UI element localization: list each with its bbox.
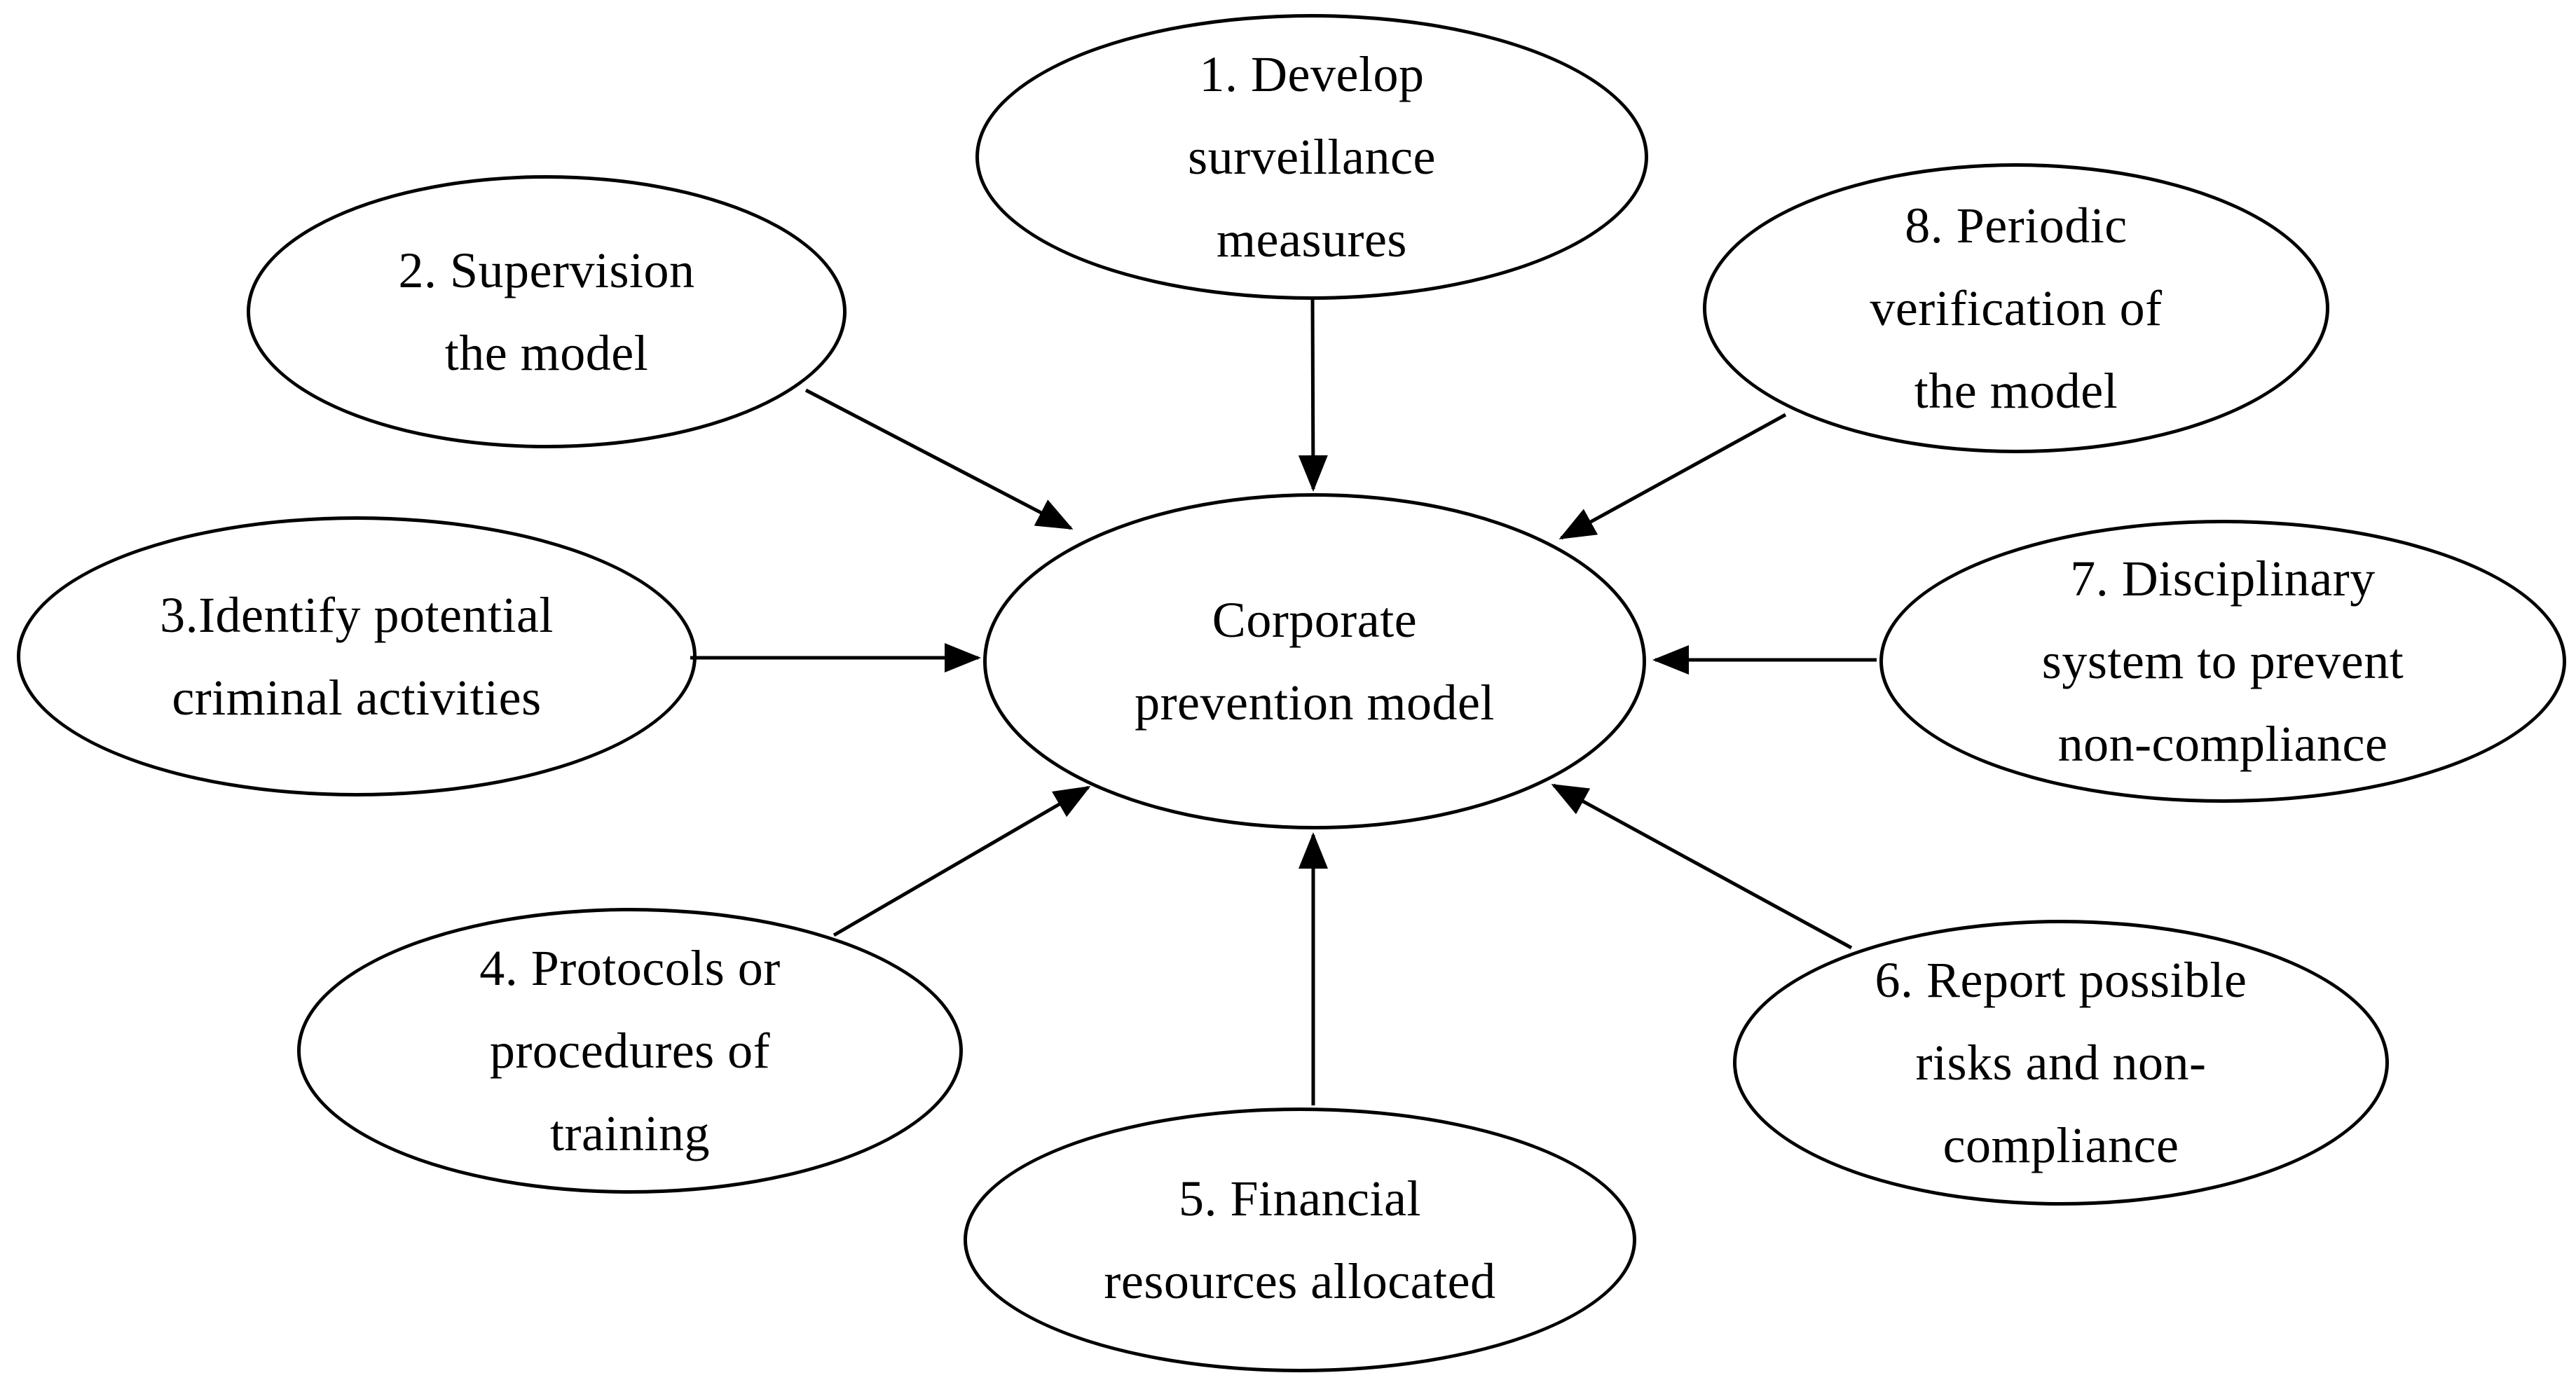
node-label: 8. Periodic verification of the model [1870, 198, 2163, 419]
node-corporate-prevention-model: Corporate prevention model [983, 493, 1646, 829]
arrow-node8-to-center [1558, 413, 1787, 540]
node-protocols-procedures-training: 4. Protocols or procedures of training [297, 908, 963, 1194]
node-label: 7. Disciplinary system to prevent non-co… [2041, 551, 2404, 772]
arrow-node4-to-center [833, 785, 1091, 937]
node-report-possible-risks: 6. Report possible risks and non- compli… [1733, 920, 2389, 1206]
node-periodic-verification: 8. Periodic verification of the model [1703, 163, 2329, 453]
node-financial-resources-allocated: 5. Financial resources allocated [964, 1108, 1636, 1372]
node-label: 6. Report possible risks and non- compli… [1875, 952, 2247, 1173]
node-label: 1. Develop surveillance measures [1188, 46, 1436, 268]
arrow-node6-to-center [1551, 783, 1853, 950]
node-label: 4. Protocols or procedures of training [479, 940, 781, 1161]
node-develop-surveillance-measures: 1. Develop surveillance measures [975, 14, 1648, 300]
node-label: 5. Financial resources allocated [1104, 1171, 1496, 1309]
arrow-node2-to-center [804, 388, 1074, 530]
node-label: 2. Supervision the model [398, 242, 695, 381]
node-label: Corporate prevention model [1135, 592, 1495, 731]
node-identify-potential-criminal-activities: 3.Identify potential criminal activities [17, 516, 697, 796]
node-supervision-the-model: 2. Supervision the model [247, 175, 847, 448]
node-label: 3.Identify potential criminal activities [160, 587, 554, 726]
node-disciplinary-system: 7. Disciplinary system to prevent non-co… [1879, 520, 2566, 803]
